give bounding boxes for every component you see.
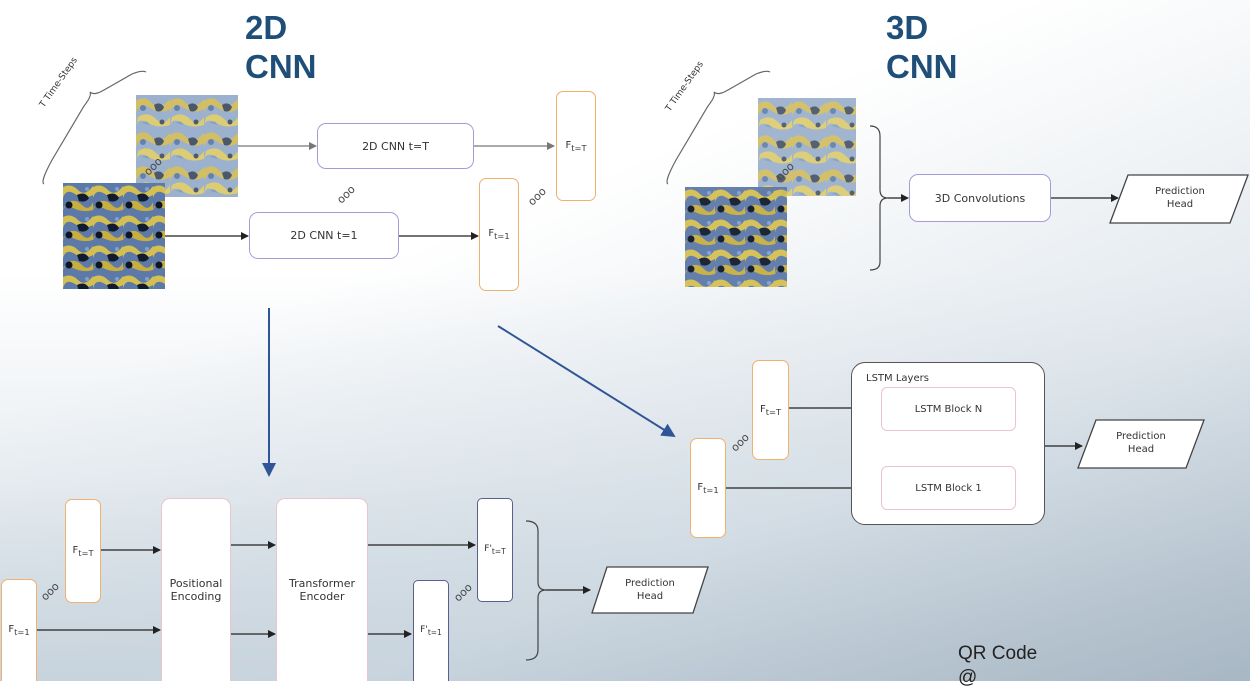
feature-2d-t-1: Ft=1 bbox=[479, 178, 519, 291]
block-lstm-n: LSTM Block N bbox=[881, 387, 1016, 431]
feature-tf-t-1: Ft=1 bbox=[1, 579, 37, 681]
block-2d-cnn-t-1: 2D CNN t=1 bbox=[249, 212, 399, 259]
block-transformer-encoder-line2: Encoder bbox=[299, 590, 345, 603]
feature-lstm-t-1-sub: t=1 bbox=[703, 484, 719, 495]
feature-tf-t-1-label: F bbox=[8, 624, 15, 635]
heading-3d-line1: 3D bbox=[886, 9, 929, 46]
block-2d-cnn-t-T: 2D CNN t=T bbox=[317, 123, 474, 169]
prediction-head-3d-line2: Head bbox=[1166, 199, 1194, 210]
block-positional-encoding: Positional Encoding bbox=[161, 498, 231, 681]
feature-lstm-t-T-label: F bbox=[759, 403, 766, 415]
feature-lstm-t-T-sub: t=T bbox=[765, 406, 782, 417]
heading-3d-line2: CNN bbox=[886, 48, 958, 85]
feature-2d-t-T: Ft=T bbox=[556, 91, 596, 201]
output-feature-tf-t-T: F't=T bbox=[477, 498, 513, 602]
qr-code-label-line1: QR Code bbox=[958, 643, 1038, 664]
block-2d-cnn-t-T-label: 2D CNN t=T bbox=[362, 139, 429, 153]
output-feature-tf-t-T-sub: t=T bbox=[491, 546, 506, 556]
feature-2d-t-1-label: F bbox=[488, 228, 495, 239]
block-positional-encoding-line2: Encoding bbox=[170, 590, 222, 603]
block-lstm-1-label: LSTM Block 1 bbox=[915, 482, 982, 494]
prediction-head-lstm-line2: Head bbox=[1127, 444, 1155, 455]
heading-2d-line1: 2D bbox=[245, 9, 288, 46]
block-3d-convolutions: 3D Convolutions bbox=[909, 174, 1051, 222]
feature-lstm-t-T: Ft=T bbox=[752, 360, 789, 460]
prediction-head-lstm-line1: Prediction bbox=[1116, 431, 1166, 442]
block-3d-convolutions-label: 3D Convolutions bbox=[934, 191, 1026, 205]
feature-2d-t-T-sub: t=T bbox=[571, 142, 587, 153]
block-transformer-encoder: Transformer Encoder bbox=[276, 498, 368, 681]
feature-lstm-t-1-label: F bbox=[697, 481, 704, 493]
satellite-image-t-1 bbox=[63, 183, 165, 289]
block-positional-encoding-line1: Positional bbox=[169, 577, 223, 590]
prediction-head-3d: Prediction Head bbox=[1130, 185, 1230, 211]
feature-tf-t-T-label: F bbox=[72, 544, 79, 556]
feature-tf-t-1-sub: t=1 bbox=[14, 627, 30, 637]
output-feature-tf-t-1: F't=1 bbox=[413, 580, 449, 681]
prediction-head-transformer: Prediction Head bbox=[600, 577, 700, 603]
qr-code-label-line2: @ bbox=[958, 667, 978, 688]
heading-2d-line2: CNN bbox=[245, 48, 317, 85]
heading-2d-cnn: 2D CNN bbox=[245, 8, 317, 86]
block-transformer-encoder-line1: Transformer bbox=[288, 577, 355, 590]
output-feature-tf-t-T-label: F' bbox=[484, 544, 492, 555]
qr-code-label: QR Code @ bbox=[958, 642, 1037, 690]
block-lstm-1: LSTM Block 1 bbox=[881, 466, 1016, 510]
output-feature-tf-t-1-sub: t=1 bbox=[427, 627, 442, 637]
prediction-head-3d-line1: Prediction bbox=[1155, 186, 1205, 197]
prediction-head-transformer-line2: Head bbox=[636, 591, 664, 602]
feature-2d-t-1-sub: t=1 bbox=[494, 231, 510, 241]
feature-2d-t-T-label: F bbox=[565, 139, 572, 151]
prediction-head-transformer-line1: Prediction bbox=[625, 578, 675, 589]
satellite-image-3d-t-1 bbox=[685, 187, 787, 287]
prediction-head-lstm: Prediction Head bbox=[1091, 430, 1191, 456]
feature-tf-t-T-sub: t=T bbox=[78, 547, 94, 558]
satellite-image-t-T bbox=[136, 95, 238, 197]
block-lstm-n-label: LSTM Block N bbox=[914, 403, 983, 415]
feature-tf-t-T: Ft=T bbox=[65, 499, 101, 603]
block-2d-cnn-t-1-label: 2D CNN t=1 bbox=[290, 229, 358, 242]
output-feature-tf-t-1-label: F' bbox=[420, 625, 428, 636]
satellite-image-3d-t-T bbox=[758, 98, 856, 196]
lstm-layers-title: LSTM Layers bbox=[866, 373, 929, 384]
heading-3d-cnn: 3D CNN bbox=[886, 8, 958, 86]
feature-lstm-t-1: Ft=1 bbox=[690, 438, 726, 538]
